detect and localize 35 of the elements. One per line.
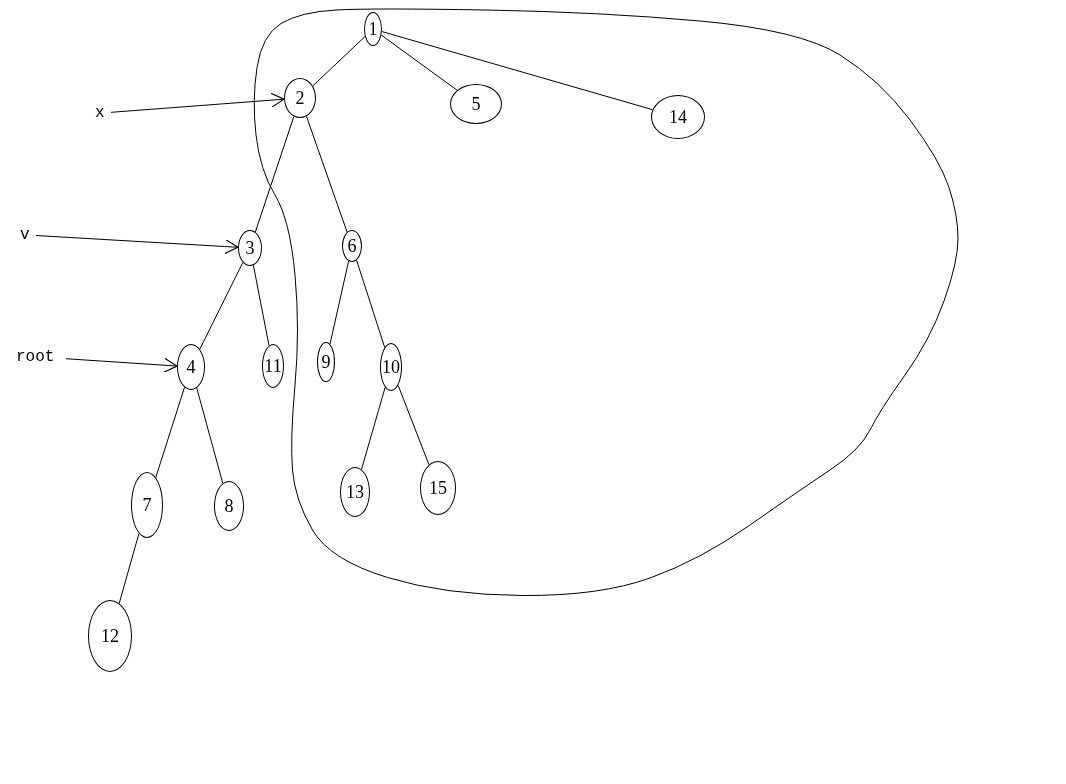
tree-edge	[312, 36, 366, 87]
pointer-label: v	[20, 226, 30, 244]
tree-edge	[381, 31, 654, 111]
node-number: 7	[142, 494, 152, 516]
pointer-label: x	[95, 104, 105, 122]
node-number: 15	[429, 477, 447, 499]
tree-edge	[252, 264, 270, 346]
tree-edge	[356, 259, 386, 348]
tree-edge	[118, 533, 140, 604]
arrow	[110, 92, 285, 113]
tree-edge	[155, 386, 185, 478]
pointer-label: root	[16, 348, 55, 366]
tree-edge	[196, 387, 224, 484]
tree-edge	[329, 260, 350, 345]
node-number: 12	[101, 625, 119, 647]
tree-edge	[305, 115, 348, 233]
tree-edge	[254, 115, 295, 233]
node-number: 1	[368, 18, 378, 40]
node-number: 13	[346, 481, 364, 503]
node-number: 2	[295, 87, 305, 109]
node-number: 6	[347, 235, 357, 257]
node-number: 3	[245, 237, 255, 259]
node-number: 5	[471, 93, 481, 115]
node-number: 11	[264, 355, 282, 377]
tree-edge	[361, 386, 386, 470]
node-number: 9	[321, 351, 331, 373]
node-number: 4	[186, 356, 196, 378]
node-number: 14	[669, 106, 687, 128]
arrow	[35, 235, 239, 255]
node-number: 8	[224, 495, 234, 517]
arrow	[65, 357, 178, 373]
tree-edge	[380, 34, 458, 91]
node-number: 10	[382, 356, 400, 378]
tree-edge	[199, 261, 244, 350]
tree-edge	[397, 384, 430, 466]
